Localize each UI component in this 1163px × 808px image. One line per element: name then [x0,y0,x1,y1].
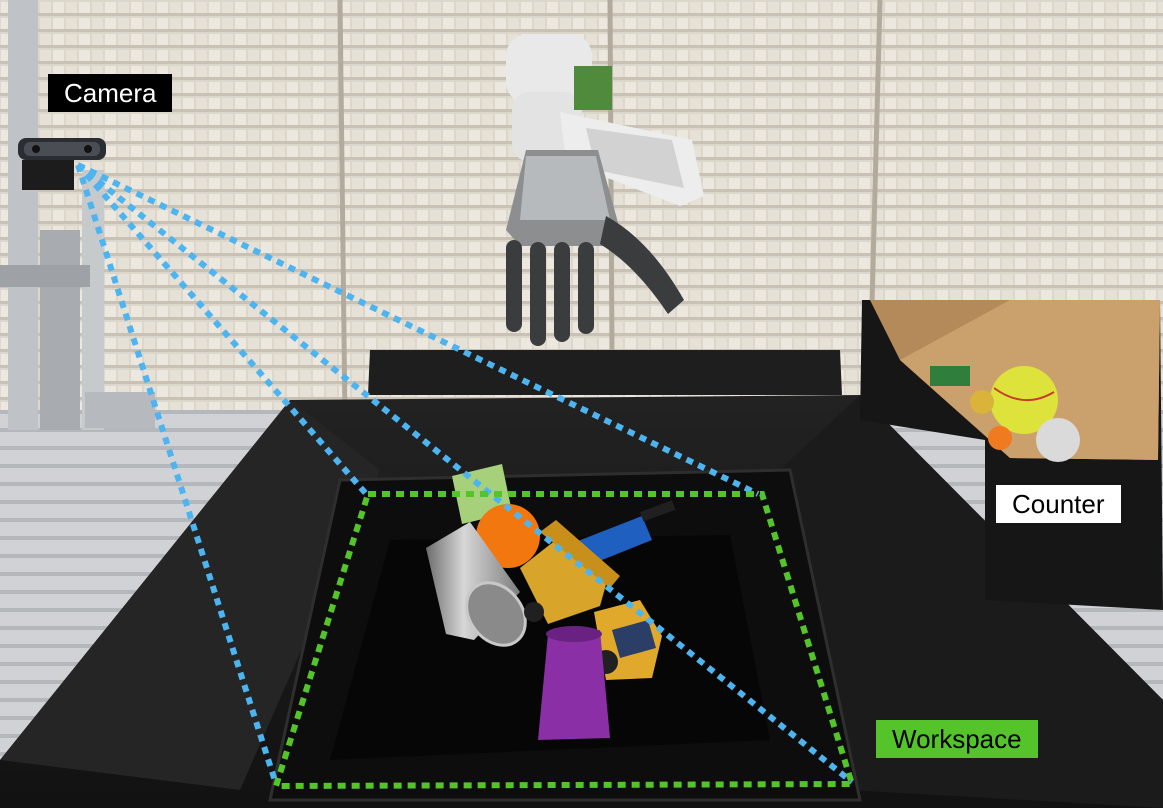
counter-box [860,300,1163,610]
workspace-label: Workspace [876,720,1038,758]
counter-label: Counter [996,485,1121,523]
camera-fov-lines [75,162,854,785]
robot-hand [506,34,704,346]
workspace-outline [271,491,857,790]
toy-crane-truck [520,520,662,680]
camera [18,138,106,190]
aluminium-frame [0,0,155,430]
orange [476,504,540,568]
camera-label: Camera [48,74,173,112]
steel-cup [426,522,527,647]
purple-cup [538,626,610,740]
